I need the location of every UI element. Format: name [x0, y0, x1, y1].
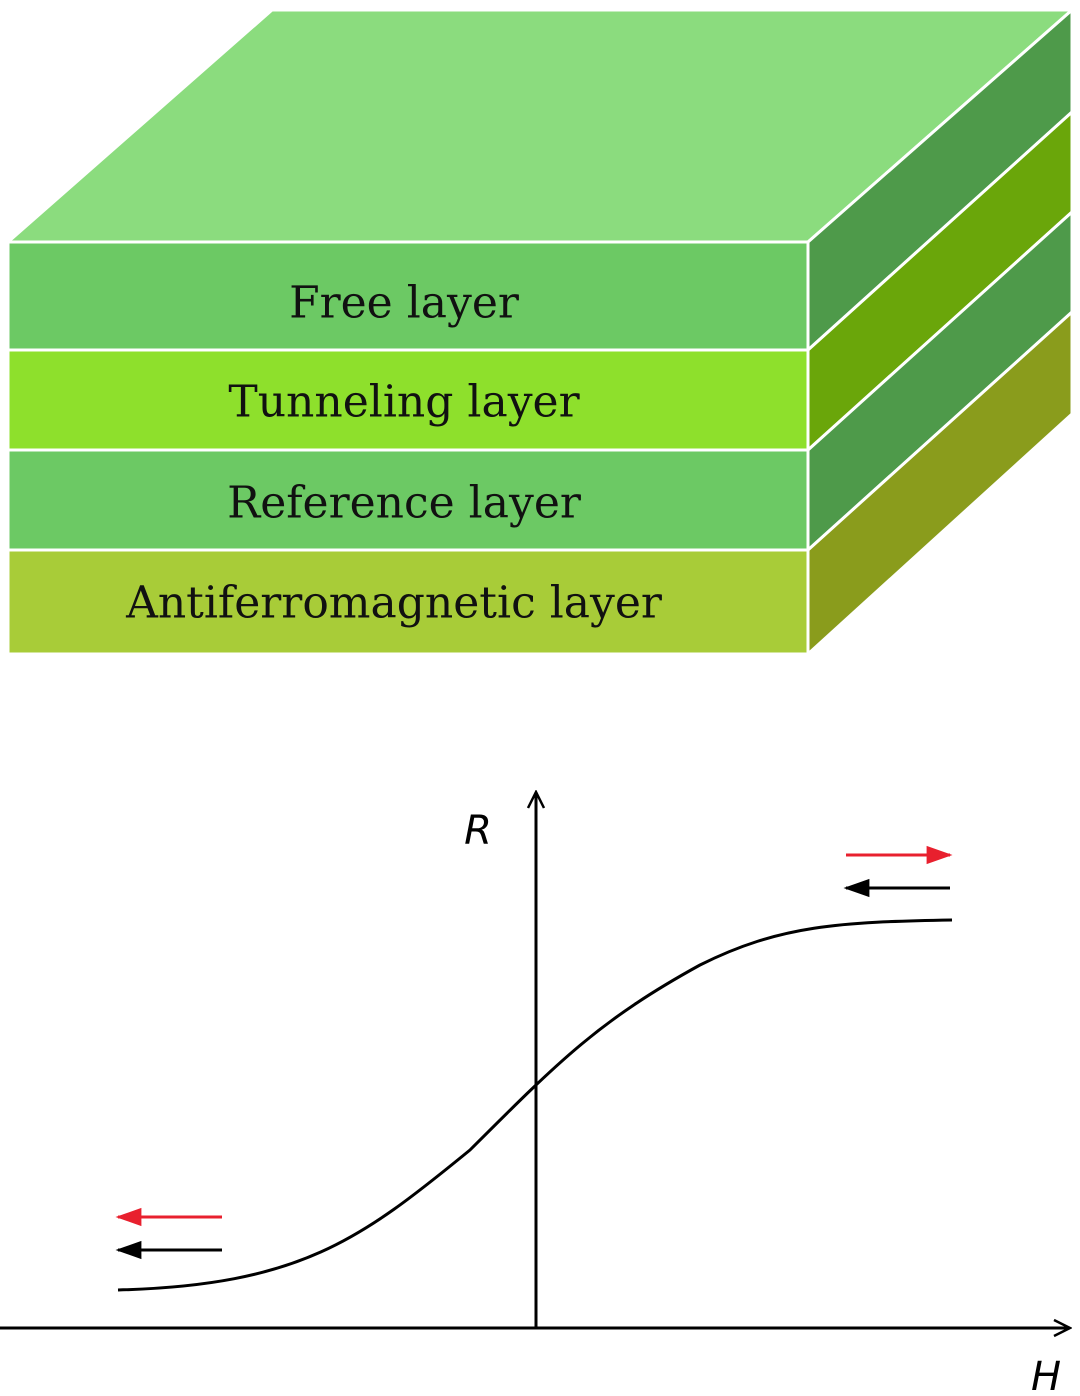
tunneling-layer-label: Tunneling layer — [228, 377, 580, 428]
antiferromagnetic-layer-label: Antiferromagnetic layer — [125, 578, 663, 629]
resistance-field-plot: R H — [0, 700, 1080, 1396]
reference-layer-label: Reference layer — [227, 478, 582, 529]
antiferromagnetic-layer-front — [6, 548, 810, 656]
resistance-curve — [117, 918, 953, 1292]
h-axis-label: H — [1031, 1354, 1061, 1396]
free-layer-front — [6, 240, 810, 352]
r-axis-label: R — [464, 808, 492, 854]
layer-stack-diagram: Free layer Tunneling layer Reference lay… — [4, 6, 1076, 658]
reference-layer-front — [6, 448, 810, 552]
antiferromagnetic-layer-side — [806, 308, 1074, 658]
free-layer-label: Free layer — [289, 278, 520, 329]
